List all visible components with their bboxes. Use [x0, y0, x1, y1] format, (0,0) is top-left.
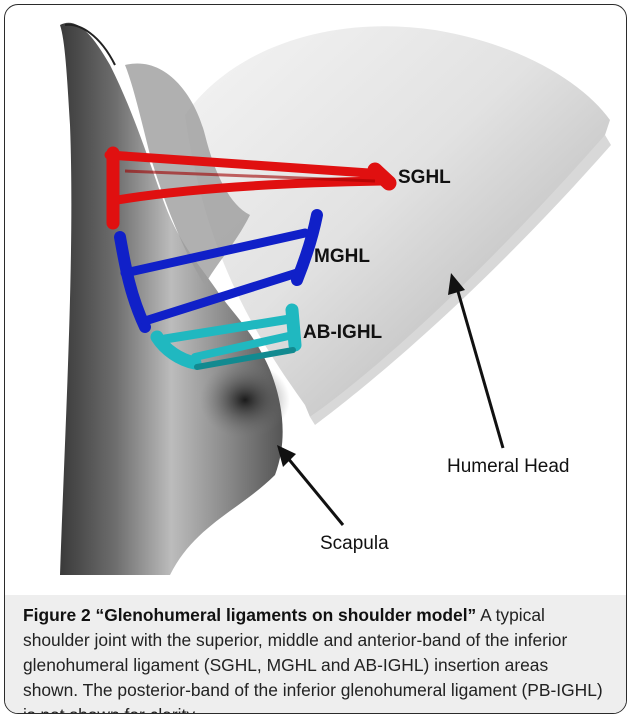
figure-frame: SGHL MGHL AB-IGHL Humeral Head Scapula F… — [4, 4, 627, 714]
shoulder-model-figure: SGHL MGHL AB-IGHL Humeral Head Scapula — [5, 5, 627, 595]
figure-caption: Figure 2 “Glenohumeral ligaments on shou… — [5, 595, 626, 713]
caption-figure-number: Figure 2 — [23, 605, 91, 625]
sghl-label: SGHL — [398, 167, 451, 188]
scapula-label: Scapula — [320, 533, 389, 554]
caption-title: “Glenohumeral ligaments on shoulder mode… — [96, 605, 477, 625]
mghl-label: MGHL — [314, 246, 370, 267]
scapula-arrow — [277, 445, 343, 525]
ab-ighl-label: AB-IGHL — [303, 322, 383, 343]
humeral-head-label: Humeral Head — [447, 456, 570, 477]
